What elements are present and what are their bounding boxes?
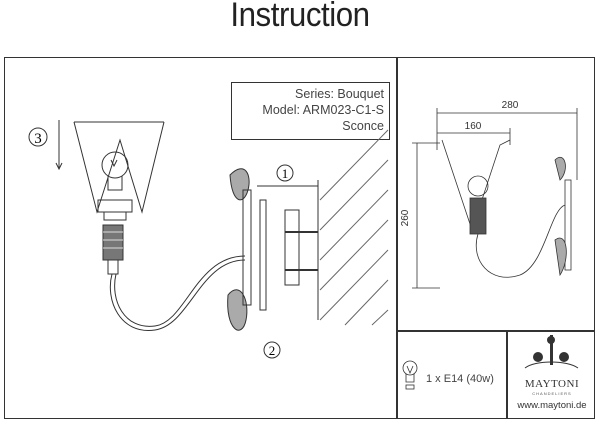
brand-name: MAYTONI [524, 378, 580, 390]
drawing-frame [4, 57, 595, 419]
divider [396, 330, 595, 332]
dimension-drawing [412, 108, 578, 289]
dimension-width: 280 [502, 100, 519, 111]
series-label: Series: Bouquet [295, 87, 384, 101]
divider [506, 330, 508, 419]
brand-tagline: CHANDELIERS [532, 391, 572, 396]
divider [396, 57, 398, 419]
brand-url: www.maytoni.de [517, 400, 587, 411]
dimension-shade-width: 160 [465, 121, 482, 132]
callout-3: 3 [34, 131, 42, 147]
dimension-height: 260 [400, 209, 411, 226]
document-title: Instruction [230, 0, 370, 34]
model-label: Model: ARM023-C1-S [262, 103, 384, 117]
callout-2: 2 [269, 343, 276, 358]
light-bulb-icon [402, 360, 418, 390]
bulb-spec: 1 x E14 (40w) [426, 373, 494, 385]
product-info-box: Series: Bouquet Model: ARM023-C1-S Sconc… [231, 82, 390, 140]
brand-logo-emblem [524, 335, 579, 369]
type-label: Sconce [342, 119, 384, 133]
callout-1: 1 [282, 166, 289, 181]
